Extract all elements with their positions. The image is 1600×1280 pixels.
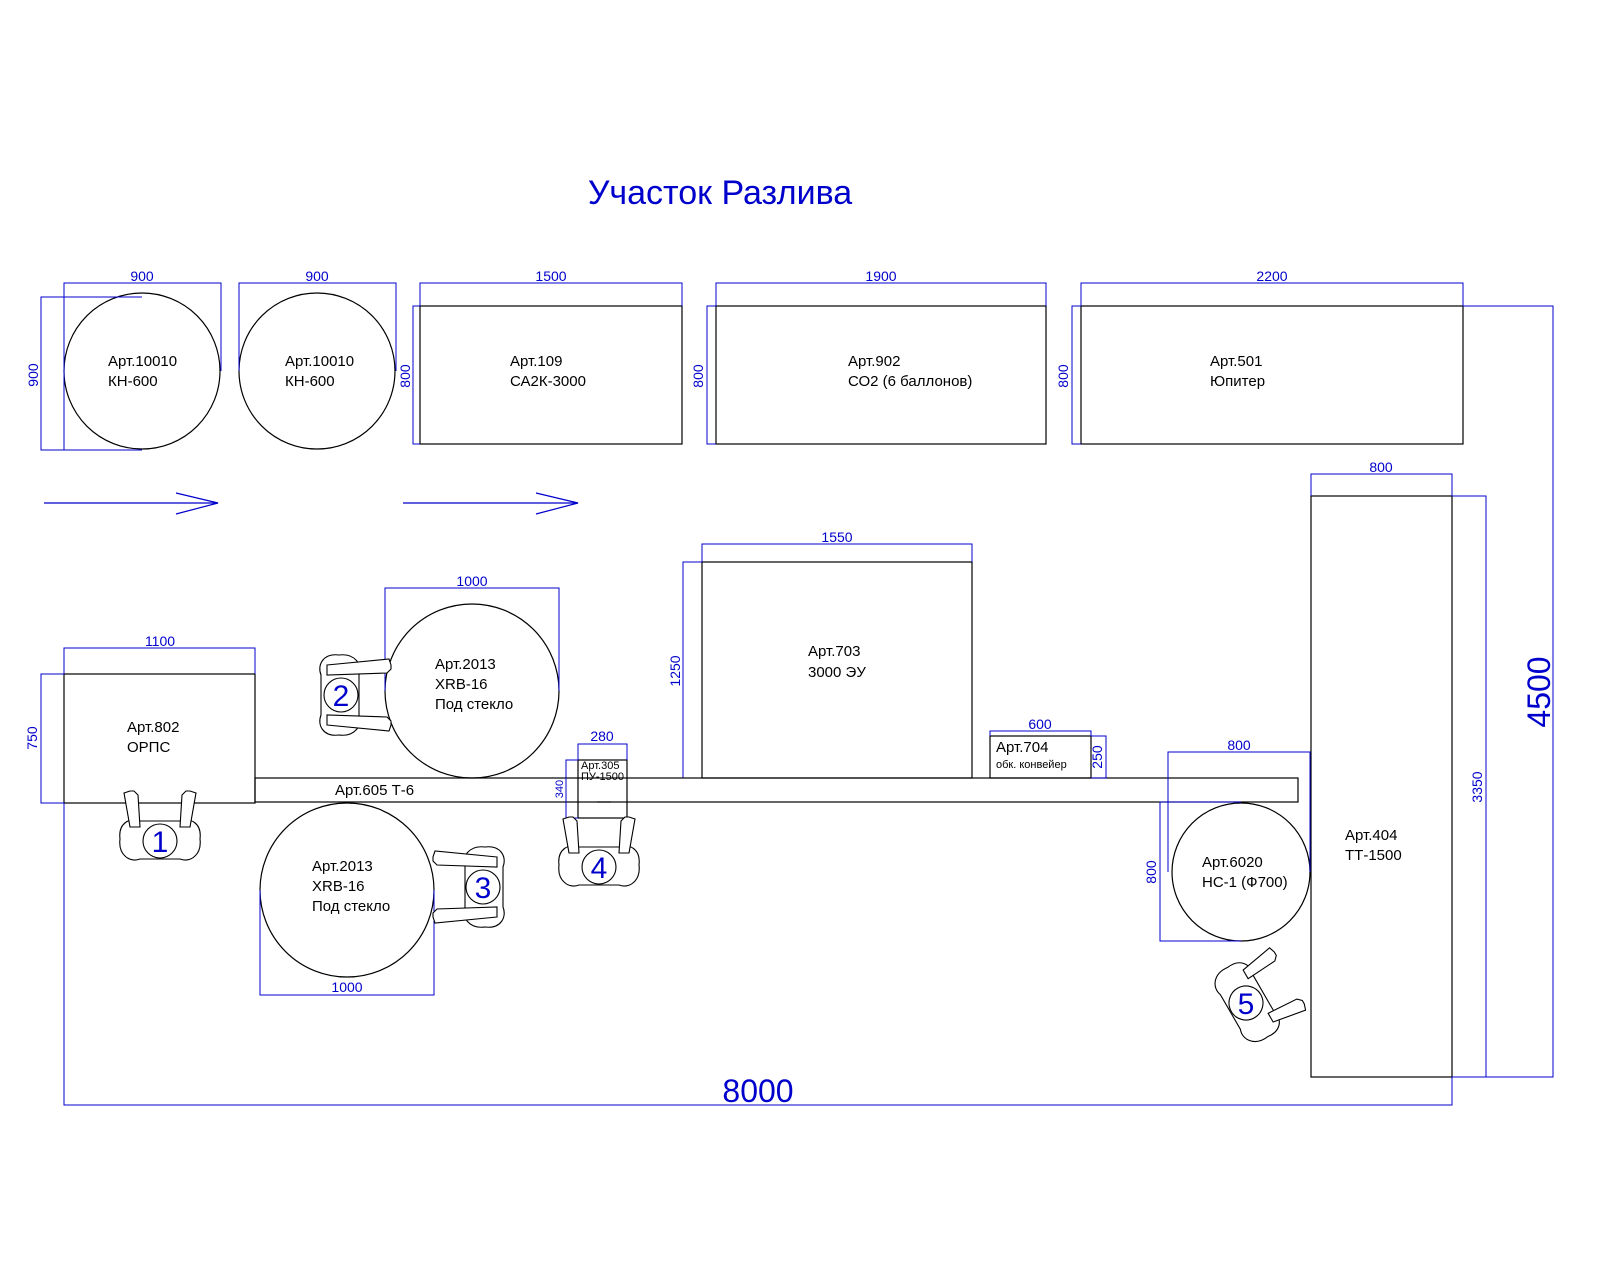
dim-xrb-top-w: 1000 [456,573,487,589]
kn600-tank-1: Арт.10010 КН-600 [63,292,221,450]
dim-pu-w: 280 [590,728,614,744]
dim-co2-h: 800 [690,364,706,388]
operator-1-number: 1 [152,826,169,859]
xrb-bot-note: Под стекло [312,898,390,915]
eu-name: 3000 ЭУ [808,664,866,681]
dim-kn1-h: 900 [25,363,41,387]
xrb-top-note: Под стекло [435,696,513,713]
dim-pu-h: 340 [554,780,566,798]
ca2k-name: СА2К-3000 [510,373,586,390]
orps-art: Арт.802 [127,719,179,736]
orps: Арт.802 ОРПС [63,673,256,804]
dim-eu-w: 1550 [821,529,852,545]
operator-2-number: 2 [333,680,350,713]
hs-name: НС-1 (Ф700) [1202,874,1288,891]
dim-hs-w: 800 [1227,737,1251,753]
pu-art: Арт.305 [581,760,619,772]
ca2k-3000: Арт.109 СА2К-3000 [419,305,683,445]
eu-3000: Арт.703 3000 ЭУ [701,561,973,779]
flow-arrow-1 [44,492,219,515]
operator-2: 2 [319,654,392,736]
hs-art: Арт.6020 [1202,854,1263,871]
dim-eu: 1550 1250 [667,529,973,779]
dim-jup-h: 800 [1055,364,1071,388]
co2-cylinders: Арт.902 СО2 (6 баллонов) [715,305,1047,445]
dim-eu-h: 1250 [667,655,683,686]
eu-art: Арт.703 [808,643,860,660]
xrb-top-name: XRB-16 [435,676,488,693]
xrb16-top: Арт.2013 XRB-16 Под стекло [384,603,560,779]
dim-orps-h: 750 [24,726,40,750]
dim-tt-w: 800 [1369,459,1393,475]
dim-jupiter: 2200 800 [1055,268,1464,445]
dim-total-height: 4500 [1463,305,1557,1078]
operator-1: 1 [119,790,201,861]
dim-kn2-w: 900 [305,268,329,284]
dim-xrb-bot-w: 1000 [331,979,362,995]
dim-hs-h: 800 [1143,860,1159,884]
operator-4: 4 [558,816,640,887]
dim-hs: 800 800 [1143,737,1311,942]
kn600-2-art: Арт.10010 [285,353,354,370]
dim-ca2k-w: 1500 [535,268,566,284]
dim-total-w: 8000 [722,1073,793,1109]
dim-conv-h: 250 [1089,745,1105,769]
dim-orps-w: 1100 [145,633,175,649]
kn600-tank-2: Арт.10010 КН-600 [238,292,396,450]
hs1-f700: Арт.6020 НС-1 (Ф700) [1171,802,1311,942]
xrb16-bottom: Арт.2013 XRB-16 Под стекло [259,802,435,978]
dim-ca2k-h: 800 [397,364,413,388]
xrb-bot-art: Арт.2013 [312,858,373,875]
tt-art: Арт.404 [1345,827,1397,844]
conveyor-label: Арт.605 Т-6 [335,782,414,799]
operator-5-number: 5 [1238,988,1255,1021]
xrb-bot-name: XRB-16 [312,878,365,895]
dim-ca2k: 1500 800 [397,268,683,445]
jupiter: Арт.501 Юпитер [1080,305,1464,445]
conv-wrap-art: Арт.704 [996,739,1048,756]
operator-5: 5 [1214,947,1307,1042]
dim-conv-w: 600 [1028,716,1052,732]
kn600-1-name: КН-600 [108,373,158,390]
operator-3: 3 [432,846,505,928]
dim-kn600-1: 900 900 [25,268,222,451]
pu-1500: Арт.305 ПУ-1500 [577,759,628,819]
orps-name: ОРПС [127,739,170,756]
dim-co2-w: 1900 [865,268,896,284]
dim-co2: 1900 800 [690,268,1047,445]
dim-orps: 1100 750 [24,633,256,804]
operator-3-number: 3 [475,872,492,905]
tt-name: ТТ-1500 [1345,847,1402,864]
plan-title: Участок Разлива [588,174,852,212]
xrb-top-art: Арт.2013 [435,656,496,673]
pu-name: ПУ-1500 [581,771,624,783]
dim-kn1-w: 900 [130,268,154,284]
co2-name: СО2 (6 баллонов) [848,373,972,390]
dim-tt-h: 3350 [1469,771,1485,802]
co2-art: Арт.902 [848,353,900,370]
kn600-2-name: КН-600 [285,373,335,390]
operator-4-number: 4 [591,852,608,885]
ca2k-art: Арт.109 [510,353,562,370]
dim-xrb-bottom: 1000 [259,890,435,996]
dim-tt: 800 3350 [1310,459,1487,1078]
conveyor-t6: Арт.605 Т-6 [254,777,1299,803]
dim-total-h: 4500 [1521,656,1557,727]
dim-total-width: 8000 [63,803,1453,1109]
dim-conveyor-wrap: 600 250 [989,716,1107,779]
jupiter-art: Арт.501 [1210,353,1262,370]
tt-1500: Арт.404 ТТ-1500 [1310,495,1453,1078]
dim-jup-w: 2200 [1256,268,1287,284]
conv-wrap-name: обк. конвейер [996,759,1067,771]
kn600-1-art: Арт.10010 [108,353,177,370]
dim-xrb-top: 1000 [384,573,560,691]
conveyor-wrap: Арт.704 обк. конвейер [989,735,1092,779]
flow-arrow-2 [403,492,579,515]
dim-kn600-2: 900 [238,268,397,371]
jupiter-name: Юпитер [1210,373,1265,390]
